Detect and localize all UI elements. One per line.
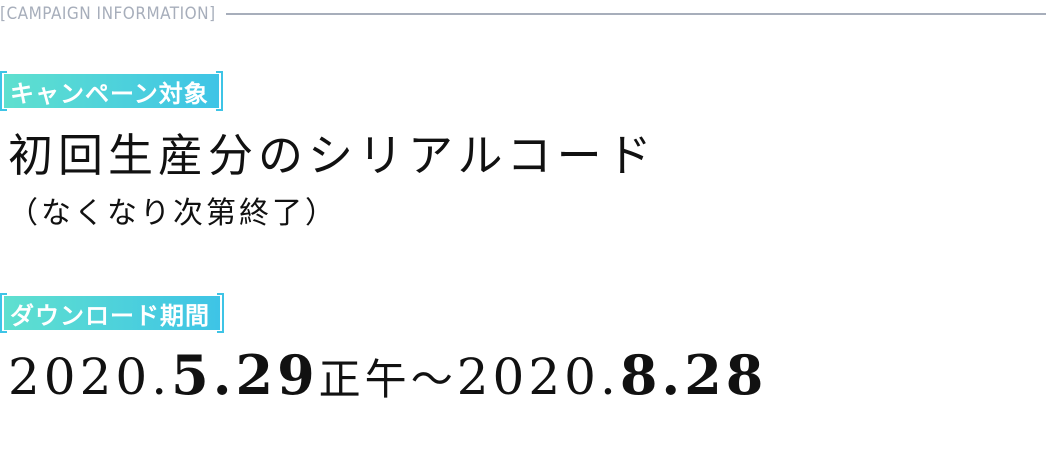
section-header-rule — [225, 13, 1046, 15]
download-period-value: 2020.5.29正午〜2020.8.28 — [8, 340, 767, 415]
section-header: [CAMPAIGN INFORMATION] — [0, 2, 1046, 26]
period-start-time: 正午 — [318, 355, 411, 404]
period-separator: 〜 — [410, 355, 457, 404]
campaign-target-subtitle: （なくなり次第終了） — [8, 196, 338, 231]
period-start-year: 2020. — [8, 348, 172, 406]
period-end-year: 2020. — [456, 348, 620, 406]
period-start-date: 5.29 — [171, 343, 319, 407]
period-end-date: 8.28 — [619, 343, 768, 407]
campaign-target-title: 初回生産分のシリアルコード — [8, 129, 657, 182]
campaign-target-tag: キャンペーン対象 — [0, 71, 223, 111]
download-period-tag: ダウンロード期間 — [0, 293, 224, 333]
section-header-label: [CAMPAIGN INFORMATION] — [0, 4, 216, 24]
